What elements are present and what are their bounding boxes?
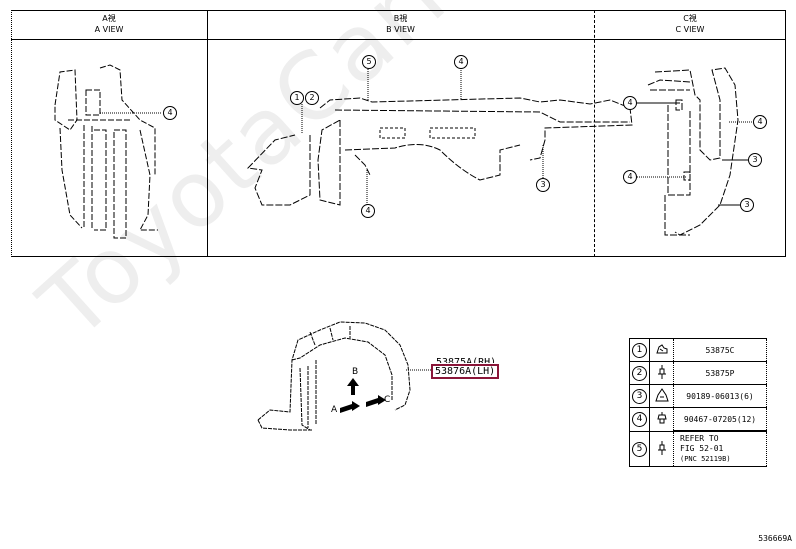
view-b-callout-4-top: 4 — [454, 55, 468, 69]
clip-icon — [649, 407, 674, 432]
view-a-title-jp: A視 — [102, 14, 116, 23]
clip-icon — [649, 338, 674, 362]
view-a-callout-4: 4 — [163, 106, 177, 120]
view-c-title-en: C VIEW — [675, 25, 705, 34]
part-number-rh[interactable]: 53875A(RH) — [436, 357, 497, 363]
view-a-header: A視 A VIEW — [11, 13, 207, 35]
view-divider-bc — [594, 10, 595, 257]
legend-row: 5 REFER TO FIG 52-01 (PNC 52119B) — [629, 430, 767, 467]
legend-number: 4 — [632, 412, 647, 428]
legend-reference-line-1: REFER TO — [680, 433, 719, 443]
legend-number: 3 — [632, 389, 647, 404]
view-c-callout-3-upper: 3 — [748, 153, 762, 167]
view-c-callout-4-right: 4 — [753, 115, 767, 129]
view-b-title-jp: B視 — [393, 14, 408, 23]
legend-part-number[interactable]: 53875P — [673, 361, 767, 385]
view-b-header: B視 B VIEW — [207, 13, 594, 35]
legend-row: 3 90189-06013(6) — [629, 384, 767, 408]
pin-icon — [649, 430, 674, 467]
legend-row: 2 53875P — [629, 361, 767, 385]
legend-row: 4 90467-07205(12) — [629, 407, 767, 432]
legend-number: 5 — [632, 441, 647, 457]
fastener-legend-table: 1 53875C 2 53875P 3 90189-06013(6) 4 904… — [629, 338, 767, 467]
view-c-header: C視 C VIEW — [594, 13, 786, 35]
views-frame — [11, 10, 786, 257]
view-c-callout-4-top-left: 4 — [623, 96, 637, 110]
view-b-callout-2: 2 — [305, 91, 319, 105]
view-b-callout-3: 3 — [536, 178, 550, 192]
view-c-callout-3-lower: 3 — [740, 198, 754, 212]
view-c-callout-4-bottom-left: 4 — [623, 170, 637, 184]
views-header-divider — [11, 39, 786, 40]
view-b-callout-5: 5 — [362, 55, 376, 69]
screw-grommet-icon — [649, 384, 674, 408]
legend-row: 1 53875C — [629, 338, 767, 362]
view-b-callout-1: 1 — [290, 91, 304, 105]
arrow-label-a: A — [331, 405, 338, 415]
part-number-lh[interactable]: 53876A(LH) — [431, 364, 500, 379]
view-c-title-jp: C視 — [683, 14, 697, 23]
legend-part-number[interactable]: 90189-06013(6) — [673, 384, 767, 408]
arrow-label-b: B — [352, 367, 359, 377]
legend-number: 2 — [632, 366, 647, 381]
legend-reference-line-2: FIG 52-01 — [680, 443, 724, 453]
legend-reference-line-3: (PNC 52119B) — [680, 454, 731, 463]
legend-number: 1 — [632, 343, 647, 358]
figure-id: 536669A — [758, 534, 792, 543]
legend-part-reference[interactable]: REFER TO FIG 52-01 (PNC 52119B) — [673, 430, 767, 467]
legend-part-number[interactable]: 90467-07205(12) — [673, 407, 767, 432]
legend-part-number[interactable]: 53875C — [673, 338, 767, 362]
arrow-label-c: C — [384, 395, 391, 405]
view-b-callout-4-bottom: 4 — [361, 204, 375, 218]
pin-icon — [649, 361, 674, 385]
view-b-title-en: B VIEW — [386, 25, 415, 34]
view-a-title-en: A VIEW — [94, 25, 124, 34]
view-divider-ab — [207, 10, 208, 257]
